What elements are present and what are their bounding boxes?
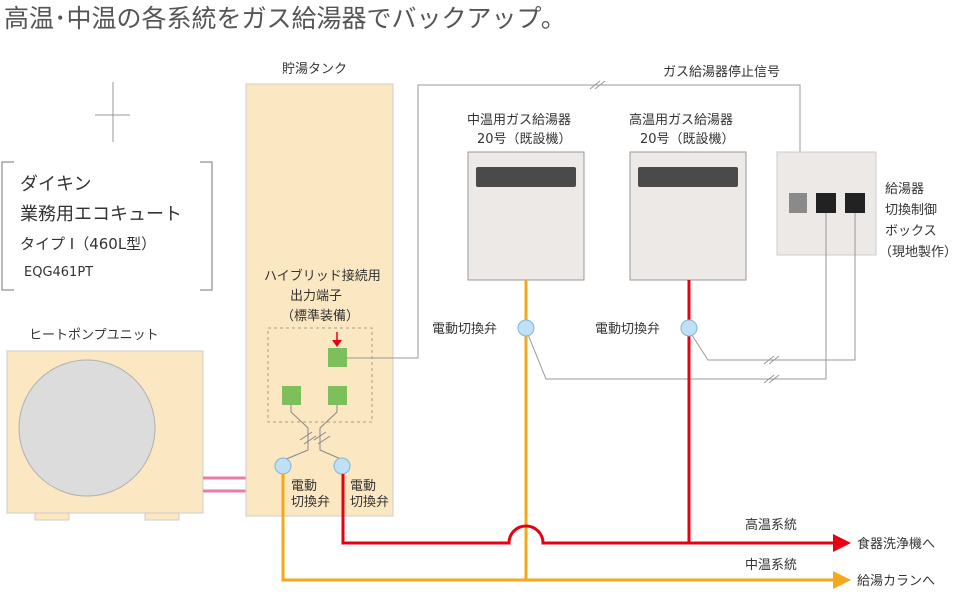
mid-temp-gas-heater: 中温用ガス給湯器 20号（既設機） [467, 113, 585, 281]
terminal-label-3: （標準装備） [281, 308, 359, 324]
product-name: 業務用エコキュート [20, 204, 182, 225]
control-box: 給湯器 切換制御 ボックス （現地製作） [776, 151, 957, 260]
high-heater-capacity: 20号（既設機） [640, 131, 735, 147]
high-temp-arrow-icon [833, 534, 851, 552]
mid-system-destination: 給湯カランへ [857, 574, 935, 589]
mid-temp-pipe-tank [281, 474, 835, 582]
high-system-label: 高温系統 [745, 517, 797, 533]
mid-system-label: 中温系統 [745, 558, 797, 573]
signal-arrow-icon [332, 340, 342, 347]
terminal-label-2: 出力端子 [290, 289, 342, 304]
control-wire-high [689, 213, 856, 361]
high-heater-valve-icon [680, 319, 698, 337]
product-brand: ダイキン [20, 174, 91, 195]
high-temp-gas-heater: 高温用ガス給湯器 20号（既設機） [629, 112, 747, 281]
control-box-label-4: （現地製作） [879, 245, 957, 260]
control-box-output-terminal-2 [845, 193, 865, 213]
stop-signal-line [347, 84, 801, 359]
high-heater-panel [638, 167, 738, 187]
product-type: タイプ Ⅰ（460L型） [20, 235, 156, 253]
mid-heater-panel [476, 167, 576, 187]
terminal-label-1: ハイブリッド接続用 [264, 268, 381, 284]
high-heater-name: 高温用ガス給湯器 [629, 112, 733, 128]
page-title: 高温･中温の各系統をガス給湯器でバックアップ。 [4, 4, 566, 33]
control-box-output-terminal-1 [816, 193, 836, 213]
tank-valve-left-label-1: 電動 [291, 479, 317, 494]
high-system-destination: 食器洗浄機へ [857, 536, 935, 552]
terminal-left [282, 386, 301, 405]
mid-heater-capacity: 20号（既設機） [477, 131, 572, 147]
control-box-label-1: 給湯器 [885, 182, 924, 197]
terminal-signal [328, 348, 347, 367]
product-label: ダイキン 業務用エコキュート タイプ Ⅰ（460L型） EQG461PT [1, 161, 213, 291]
mid-heater-valve-icon [517, 319, 535, 337]
control-box-label-2: 切換制御 [885, 203, 937, 218]
high-temp-pipe [341, 474, 835, 545]
high-heater-valve-label: 電動切換弁 [595, 322, 660, 337]
heat-pump-label: ヒートポンプユニット [29, 328, 159, 343]
control-box-input-terminal [789, 193, 807, 213]
control-wire-mid [526, 213, 827, 380]
tank-valve-left-label-2: 切換弁 [291, 495, 330, 510]
terminal-right [328, 386, 347, 405]
mid-heater-valve-label: 電動切換弁 [432, 322, 497, 337]
heat-pump-unit: ヒートポンプユニット [6, 328, 204, 521]
tank-valve-right-label-2: 切換弁 [350, 495, 389, 510]
product-model: EQG461PT [24, 265, 93, 280]
fan-icon [18, 359, 156, 497]
terminal-area [267, 327, 373, 423]
tank-valve-right-icon [333, 457, 351, 475]
tank-label: 貯湯タンク [282, 62, 347, 77]
stop-signal-label: ガス給湯器停止信号 [663, 64, 780, 80]
mid-heater-name: 中温用ガス給湯器 [467, 113, 571, 128]
tank-valve-right-label-1: 電動 [350, 479, 376, 494]
mid-temp-arrow-icon [833, 571, 851, 589]
control-box-label-3: ボックス [885, 224, 937, 239]
storage-tank: 貯湯タンク ハイブリッド接続用 出力端子 （標準装備） [245, 62, 394, 517]
tank-valve-left-icon [274, 457, 292, 475]
